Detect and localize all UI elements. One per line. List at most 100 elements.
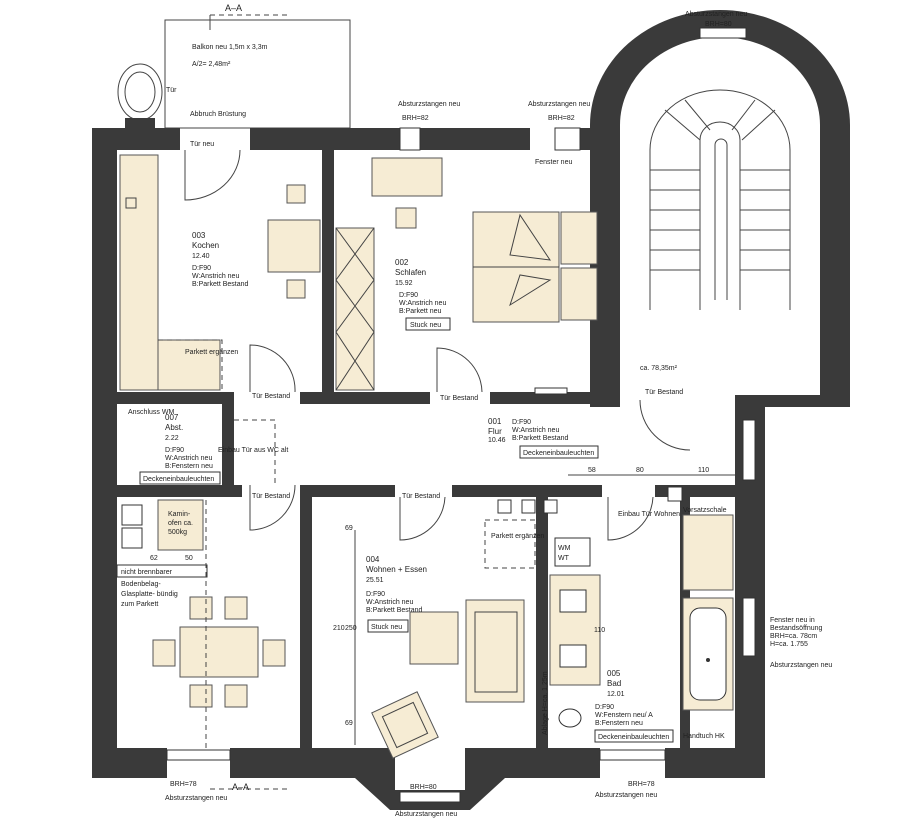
dim-80: 80	[636, 467, 644, 474]
hall-number: 001	[488, 417, 502, 426]
bath-wm-label: WM	[558, 545, 571, 552]
window-right-l2: Bestandsöffnung	[770, 625, 823, 632]
dim-58: 58	[588, 467, 596, 474]
storage-ceiling: D:F90	[165, 447, 184, 454]
bath-wall: W:Fenstern neu/ A	[595, 712, 653, 719]
balcony-size-label: Balkon neu 1,5m x 3,3m	[192, 44, 268, 51]
bedroom-number: 002	[395, 258, 409, 267]
balcony-area-label: A/2= 2,48m²	[192, 61, 231, 68]
bath-brh: BRH=78	[628, 781, 655, 788]
kitchen-floor: B:Parkett Bestand	[192, 281, 249, 288]
room-storage: Anschluss WM 007 Abst. 2.22 D:F90 W:Anst…	[128, 409, 296, 531]
stair-brh-label: BRH=80	[705, 21, 732, 28]
room-bedroom: 002 Schlafen 15.92 D:F90 W:Anstrich neu …	[335, 101, 598, 402]
bath-dim-label: 110	[594, 627, 605, 634]
toilet	[558, 708, 582, 728]
bath-area: 12.01	[607, 691, 625, 698]
stair-door-label: Tür Bestand	[645, 389, 683, 396]
kamin-line2: ofen ca.	[168, 520, 193, 527]
living-dim-a: 69	[345, 525, 353, 532]
kitchen-ceiling: D:F90	[192, 265, 211, 272]
bath-ceiling: D:F90	[595, 704, 614, 711]
bath-number: 005	[607, 669, 621, 678]
room-living: Kamin- ofen ca. 500kg 62 50 nicht brennb…	[116, 493, 558, 759]
living-number: 004	[366, 555, 380, 564]
room-kitchen: Tür neu 003 Kochen 12.40 D:F90 W:Anstric…	[119, 141, 321, 400]
bedroom-stuck-label: Stuck neu	[410, 322, 441, 329]
storage-lights-label: Deckeneinbauleuchten	[143, 476, 214, 483]
kamin-dim2: 50	[185, 555, 193, 562]
bath-wt-label: WT	[558, 555, 570, 562]
storage-conn-label: Anschluss WM	[128, 409, 174, 416]
living-rail-left: Absturzstangen neu	[165, 795, 227, 802]
bath-rail: Absturzstangen neu	[595, 792, 657, 799]
kitchen-door-new-label: Tür neu	[190, 141, 214, 148]
balcony: Balkon neu 1,5m x 3,3m A/2= 2,48m² Abbru…	[117, 19, 351, 129]
living-ceiling: D:F90	[366, 591, 385, 598]
kitchen-number: 003	[192, 231, 206, 240]
window-right-l1: Fenster neu in	[770, 617, 815, 624]
bedroom-rail2-label: Absturzstangen neu	[528, 101, 590, 108]
living-brh-bottom: BRH=80	[410, 784, 437, 791]
fireplace	[157, 499, 204, 551]
floor-note-3: Glasplatte- bündig	[121, 591, 178, 598]
kamin-line3: 500kg	[168, 529, 187, 536]
hall-floor: B:Parkett Bestand	[512, 435, 569, 442]
hall-lights-label: Deckeneinbauleuchten	[523, 450, 594, 457]
bedroom-wardrobe	[335, 227, 375, 391]
bath-lights-label: Deckeneinbauleuchten	[598, 734, 669, 741]
bath-ablage-label: Ablage H=ca. 1,25m	[542, 671, 549, 735]
windows	[166, 127, 756, 803]
storage-wall: W:Anstrich neu	[165, 455, 212, 462]
floor-note-1: nicht brennbarer	[121, 569, 173, 576]
window-right-l4: H=ca. 1.755	[770, 641, 808, 648]
bedroom-window-label: Fenster neu	[535, 159, 572, 166]
hall-wall: W:Anstrich neu	[512, 427, 559, 434]
section-label-bottom: A–A	[232, 782, 249, 792]
stair-area-label: ca. 78,35m²	[640, 365, 678, 372]
storage-area: 2.22	[165, 435, 179, 442]
balcony-demolish-label: Abbruch Brüstung	[190, 111, 246, 118]
bedroom-area: 15.92	[395, 280, 413, 287]
section-marker-top: A–A	[209, 3, 290, 30]
armchair	[371, 691, 439, 759]
bath-name: Bad	[607, 679, 621, 688]
bedroom-ceiling: D:F90	[399, 292, 418, 299]
storage-door-label: Tür Bestand	[252, 493, 290, 500]
kitchen-wall: W:Anstrich neu	[192, 273, 239, 280]
kitchen-counter	[119, 154, 159, 391]
kamin-line1: Kamin-	[168, 511, 191, 518]
sofa	[465, 599, 525, 703]
dining-table	[179, 626, 259, 678]
hall-area: 10.46	[488, 437, 506, 444]
hall-ceiling: D:F90	[512, 419, 531, 426]
storage-number: 007	[165, 413, 179, 422]
living-rail-bottom: Absturzstangen neu	[395, 811, 457, 818]
kitchen-table	[267, 219, 321, 273]
living-floor: B:Parkett Bestand	[366, 607, 423, 614]
bedroom-brh1-label: BRH=82	[402, 115, 429, 122]
stair-rail-label: Absturzstangen neu	[685, 11, 747, 18]
stairwell: Absturzstangen neu BRH=80 ca. 78,35m² Tü…	[590, 10, 850, 451]
living-wall: W:Anstrich neu	[366, 599, 413, 606]
bottom-labels: BRH=78 Absturzstangen neu BRH=80 Absturz…	[165, 781, 657, 818]
storage-floor: B:Fenstern neu	[165, 463, 213, 470]
room-hall: 001 Flur 10.46 D:F90 W:Anstrich neu B:Pa…	[488, 417, 735, 502]
bedroom-desk	[371, 157, 443, 197]
window-right-l3: BRH=ca. 78cm	[770, 633, 817, 640]
kamin-dim1: 62	[150, 555, 158, 562]
living-name: Wohnen + Essen	[366, 565, 427, 574]
kitchen-parkett-label: Parkett ergänzen	[185, 349, 238, 356]
bedroom-name: Schlafen	[395, 268, 426, 277]
living-dim-d: 69	[345, 720, 353, 727]
floor-note-2: Bodenbelag-	[121, 581, 161, 588]
balcony-door-label: Tür	[166, 87, 177, 94]
storage-name: Abst.	[165, 423, 183, 432]
bath-towel-label: Handtuch HK	[683, 733, 725, 740]
window-right-rail: Absturzstangen neu	[770, 662, 832, 669]
bath-floor: B:Fenstern neu	[595, 720, 643, 727]
living-brh-left: BRH=78	[170, 781, 197, 788]
kitchen-name: Kochen	[192, 241, 219, 250]
section-label-top: A–A	[225, 3, 242, 13]
